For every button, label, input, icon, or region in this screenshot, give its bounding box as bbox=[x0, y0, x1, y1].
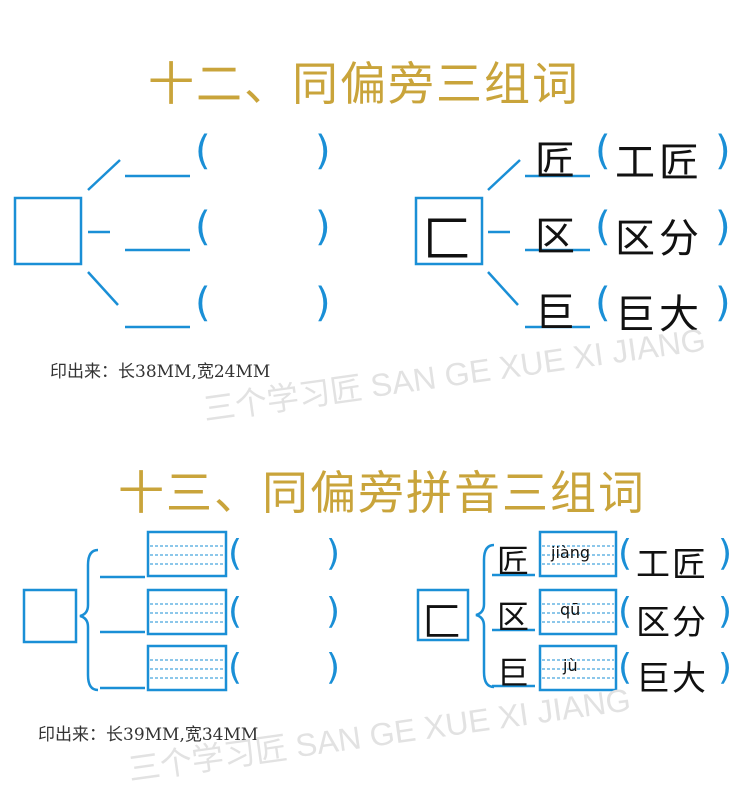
s13-example-paren-close-3: ) bbox=[718, 647, 733, 688]
s12-print-note: 印出来：长38MM,宽24MM bbox=[50, 362, 271, 382]
s13-example-char-2: 区 bbox=[497, 598, 530, 636]
s12-example-paren-close-3: ) bbox=[715, 280, 731, 326]
s12-example-word-2: 区分 bbox=[615, 216, 703, 262]
section-12-title: 十二、同偏旁三组词 bbox=[148, 57, 580, 111]
s13-example-char-1: 匠 bbox=[497, 542, 530, 580]
s13-example-paren-open-2: ( bbox=[618, 591, 633, 632]
s12-example-radical: 匚 bbox=[422, 211, 472, 269]
s13-example-paren-close-2: ) bbox=[718, 591, 733, 632]
s12-example-paren-open-2: ( bbox=[595, 204, 611, 250]
s13-print-note: 印出来：长39MM,宽34MM bbox=[38, 725, 259, 745]
s13-example-pinyin-1: jiàng bbox=[551, 543, 590, 562]
s13-example-word-3: 巨大 bbox=[636, 659, 708, 699]
s13-blank-paren-open-1: ( bbox=[228, 533, 243, 574]
s12-blank-paren-open-1: ( bbox=[195, 128, 211, 174]
s13-blank-paren-open-2: ( bbox=[228, 591, 243, 632]
s13-example-pinyin-2: qū bbox=[560, 600, 581, 619]
s13-blank-paren-open-3: ( bbox=[228, 647, 243, 688]
s12-blank-paren-close-2: ) bbox=[315, 204, 331, 250]
s13-blank-paren-close-2: ) bbox=[326, 591, 341, 632]
s13-example-paren-close-1: ) bbox=[718, 533, 733, 574]
s13-example-radical: 匚 bbox=[422, 600, 462, 646]
s13-example-word-2: 区分 bbox=[636, 603, 708, 643]
s13-example-paren-open-3: ( bbox=[618, 647, 633, 688]
s12-blank-paren-open-2: ( bbox=[195, 204, 211, 250]
s13-example-word-1: 工匠 bbox=[636, 545, 708, 585]
s12-blank-paren-close-1: ) bbox=[315, 128, 331, 174]
s12-example-char-1: 匠 bbox=[535, 138, 575, 184]
section-13-title: 十三、同偏旁拼音三组词 bbox=[118, 466, 646, 520]
s12-example-paren-close-2: ) bbox=[715, 204, 731, 250]
s12-example-word-1: 工匠 bbox=[615, 140, 703, 186]
s12-blank-paren-close-3: ) bbox=[315, 280, 331, 326]
s13-example-pinyin-3: jù bbox=[563, 656, 578, 675]
s13-example-char-3: 巨 bbox=[497, 654, 530, 692]
s12-example-paren-close-1: ) bbox=[715, 128, 731, 174]
s12-example-paren-open-1: ( bbox=[595, 128, 611, 174]
s13-example-paren-open-1: ( bbox=[618, 533, 633, 574]
s13-blank-paren-close-1: ) bbox=[326, 533, 341, 574]
s13-blank-paren-close-3: ) bbox=[326, 647, 341, 688]
s12-example-paren-open-3: ( bbox=[595, 280, 611, 326]
s12-example-word-3: 巨大 bbox=[615, 292, 703, 338]
s12-example-char-2: 区 bbox=[535, 214, 575, 260]
s12-blank-paren-open-3: ( bbox=[195, 280, 211, 326]
s12-example-char-3: 巨 bbox=[535, 290, 575, 336]
